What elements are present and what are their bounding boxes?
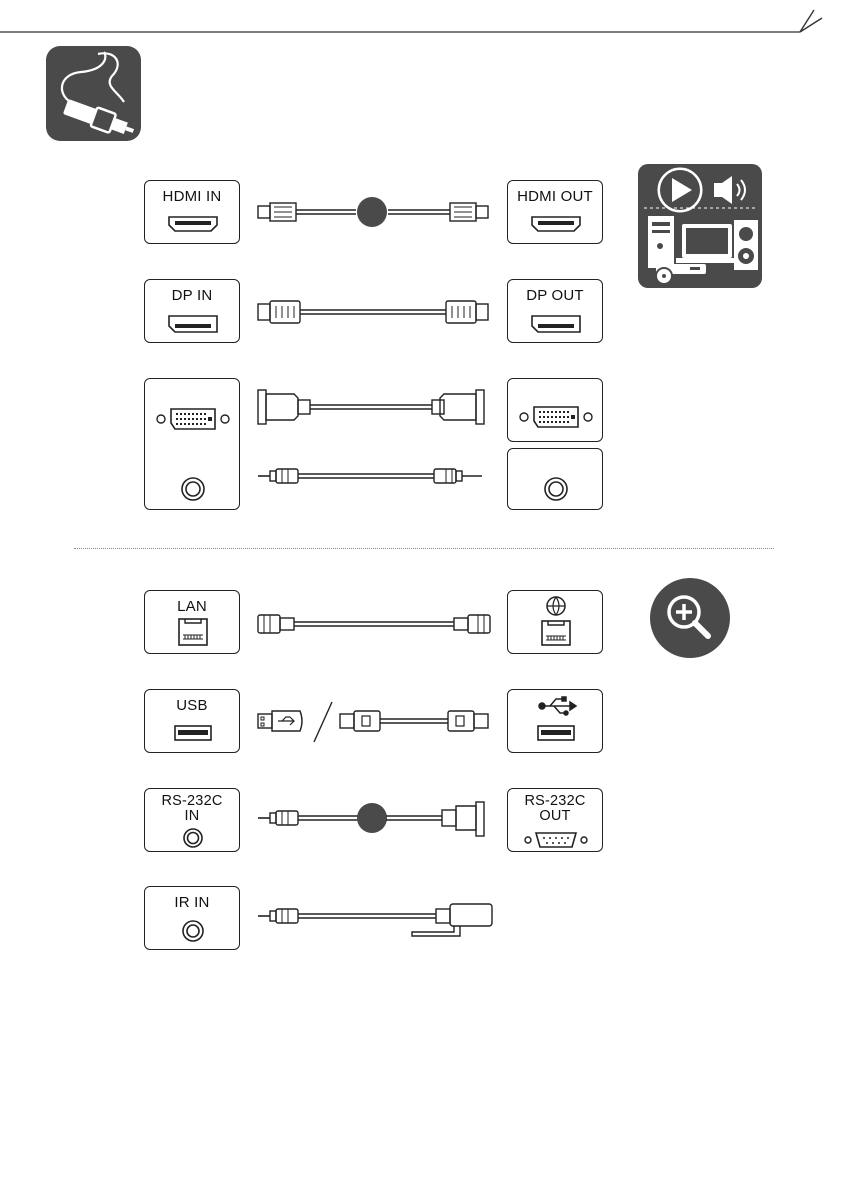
ethernet-jack-icon — [542, 621, 570, 645]
lan-port: LAN — [144, 590, 240, 654]
audio-jack-icon — [508, 449, 604, 511]
av-devices-icon — [638, 164, 762, 288]
dp-in-port: DP IN — [144, 279, 240, 343]
usb-port: USB — [144, 689, 240, 753]
hdmi-connector-icon — [145, 181, 241, 245]
lan-network-port — [507, 590, 603, 654]
dvi-audio-in-port — [144, 378, 240, 510]
usb-connector-icon — [145, 690, 241, 754]
audio-jack-icon — [145, 789, 241, 853]
audio-out-port — [507, 448, 603, 510]
rs232c-cable — [254, 800, 494, 840]
scissors-icon — [800, 10, 822, 32]
hdmi-cable — [254, 194, 494, 230]
globe-icon — [547, 597, 565, 615]
cable-badge — [357, 803, 387, 833]
scissors-cut-line — [0, 0, 842, 40]
dvi-out-port — [507, 378, 603, 442]
cable-plug-icon — [46, 46, 141, 141]
displayport-connector-icon — [145, 280, 241, 344]
displayport-connector-icon — [508, 280, 604, 344]
ir-receiver-icon — [412, 904, 492, 936]
hdmi-connector-icon — [508, 181, 604, 245]
dp-cable — [254, 294, 494, 330]
hdmi-out-port: HDMI OUT — [507, 180, 603, 244]
cable-badge — [357, 197, 387, 227]
usb-connector-icon — [538, 726, 574, 740]
dp-out-port: DP OUT — [507, 279, 603, 343]
serial-db9-icon — [508, 789, 604, 853]
usb-out-port — [507, 689, 603, 753]
dvi-connector-icon — [508, 379, 604, 443]
audio-jack-icon — [182, 478, 204, 500]
usb-symbol-icon — [539, 697, 576, 715]
hdmi-in-port: HDMI IN — [144, 180, 240, 244]
rs232c-in-port: RS-232C IN — [144, 788, 240, 852]
usb-cable — [254, 700, 494, 744]
ir-receiver-cable — [254, 898, 500, 944]
dvi-connector-icon — [145, 379, 241, 511]
dvi-audio-cable — [254, 384, 494, 496]
zoom-in-icon — [650, 578, 730, 658]
rs232c-out-port: RS-232C OUT — [507, 788, 603, 852]
usb-flash-drive-icon — [258, 711, 302, 731]
lan-cable — [254, 606, 494, 642]
ir-in-port: IR IN — [144, 886, 240, 950]
ethernet-jack-icon — [145, 591, 241, 655]
audio-jack-icon — [145, 887, 241, 951]
section-divider — [74, 548, 774, 549]
